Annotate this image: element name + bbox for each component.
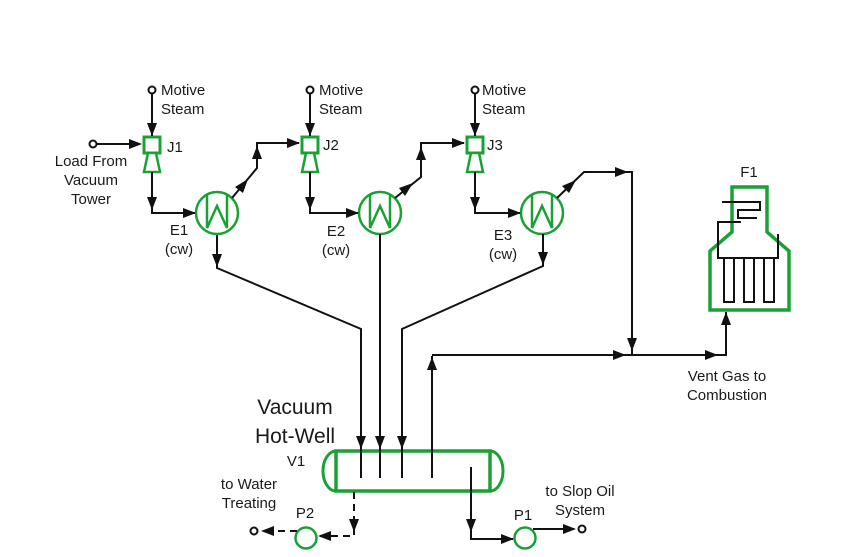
stream-v1-to-p1[interactable] (466, 467, 514, 544)
ejector-j1[interactable] (142, 135, 162, 174)
pump-p1[interactable] (513, 526, 537, 550)
label-j1: J1 (167, 139, 183, 156)
source-node (305, 85, 315, 95)
source-node (470, 85, 480, 95)
stream-e1-to-j2[interactable] (231, 138, 300, 199)
label-j3: J3 (487, 137, 503, 154)
stream-motive-steam-1[interactable] (147, 85, 157, 137)
stream-e2-condensate[interactable] (375, 234, 385, 478)
stream-e3-condensate[interactable] (397, 234, 548, 478)
label-to-water-treating: to Water Treating (220, 476, 278, 512)
sink-node (249, 526, 259, 536)
source-node (88, 139, 98, 149)
label-motive-steam-1: Motive Steam (161, 82, 206, 118)
label-j2: J2 (323, 137, 339, 154)
label-motive-steam-2: Motive Steam (319, 82, 364, 118)
label-e1: E1 (cw) (164, 222, 194, 258)
stream-j1-to-e1[interactable] (147, 172, 196, 218)
stream-load-from-vacuum-tower[interactable] (88, 139, 143, 149)
condenser-e2[interactable] (357, 190, 403, 236)
stream-p2-to-water-treating[interactable] (249, 526, 298, 536)
stream-j3-to-e3[interactable] (470, 172, 521, 218)
stream-vent-header-to-f1[interactable] (432, 312, 731, 360)
source-node (147, 85, 157, 95)
ejector-j2[interactable] (300, 135, 320, 174)
label-to-slop-oil-system: to Slop Oil System (545, 483, 615, 519)
furnace-f1[interactable] (708, 185, 791, 312)
hotwell-drum-v1[interactable] (321, 449, 505, 493)
label-f1: F1 (740, 164, 758, 181)
condenser-e3[interactable] (519, 190, 565, 236)
stream-e3-to-vent-header[interactable] (556, 167, 637, 354)
label-e3: E3 (cw) (488, 227, 518, 263)
ejector-j3[interactable] (465, 135, 485, 174)
label-v1: V1 (286, 453, 306, 470)
sink-node (577, 524, 587, 534)
stream-v1-vent[interactable] (427, 356, 437, 478)
stream-p1-to-slop-oil[interactable] (533, 524, 587, 534)
condenser-e1[interactable] (194, 190, 240, 236)
stream-e2-to-j3[interactable] (394, 138, 465, 199)
label-vacuum-hot-well: Vacuum Hot-Well (254, 396, 336, 448)
label-e2: E2 (cw) (321, 223, 351, 259)
label-p2: P2 (295, 505, 315, 522)
stream-motive-steam-3[interactable] (470, 85, 480, 137)
label-p1: P1 (513, 507, 533, 524)
label-motive-steam-3: Motive Steam (482, 82, 527, 118)
pump-p2[interactable] (294, 526, 318, 550)
stream-e1-condensate[interactable] (212, 235, 366, 478)
stream-motive-steam-2[interactable] (305, 85, 315, 137)
label-load-from-vacuum-tower: Load From Vacuum Tower (54, 153, 128, 208)
stream-v1-to-p2[interactable] (318, 492, 359, 541)
label-vent-gas-to-combustion: Vent Gas to Combustion (686, 368, 768, 404)
stream-j2-to-e2[interactable] (305, 172, 359, 218)
